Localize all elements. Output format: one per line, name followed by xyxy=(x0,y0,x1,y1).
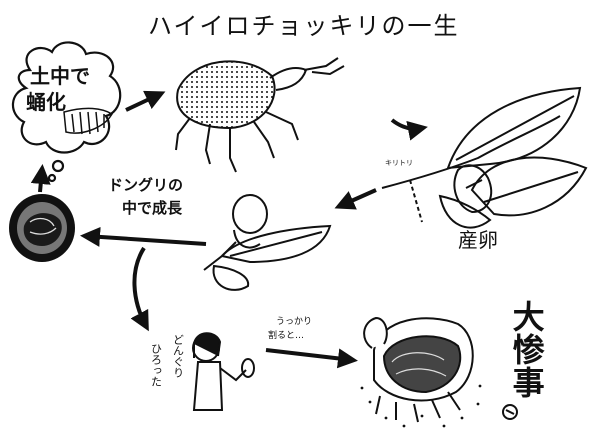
arrow-egg-to-branch xyxy=(334,188,377,210)
child-drawing xyxy=(192,332,255,411)
fallen-branch xyxy=(203,194,332,291)
growth-label-line1: ドングリの xyxy=(108,176,184,194)
weevil-drawing xyxy=(175,57,345,173)
debris-dots xyxy=(360,384,482,428)
pupa-drawing xyxy=(63,107,114,135)
arrow-to-child xyxy=(130,246,149,332)
arrow-branch-to-larva xyxy=(80,226,207,247)
pickup-label-line2: ひろった xyxy=(149,343,163,387)
arrow-larva-to-pupa xyxy=(30,164,51,193)
egg-branch xyxy=(381,86,588,229)
pupa-label-line1: 土中で xyxy=(30,64,90,88)
arrow-child-to-disaster xyxy=(265,348,358,369)
pickup-label-line1: どんぐり xyxy=(171,334,185,378)
pupa-label-line2: 蛹化 xyxy=(26,90,66,114)
growth-label-line2: 中で成長 xyxy=(122,199,183,217)
accident-label-line2: 割ると… xyxy=(268,331,305,341)
flow-arrows xyxy=(30,90,428,369)
egg-label: 産卵 xyxy=(458,228,498,252)
disaster-label: 大惨事 xyxy=(507,300,546,399)
diagram-title: ハイイロチョッキリの一生 xyxy=(148,12,460,40)
broken-acorn xyxy=(363,316,518,423)
accident-label-line1: うっかり xyxy=(276,317,313,327)
arrow-weevil-to-egg xyxy=(390,118,428,141)
cut-label: キリトリ xyxy=(385,159,413,167)
arrow-pupa-to-weevil xyxy=(125,90,166,112)
acorn-larva xyxy=(9,194,75,262)
